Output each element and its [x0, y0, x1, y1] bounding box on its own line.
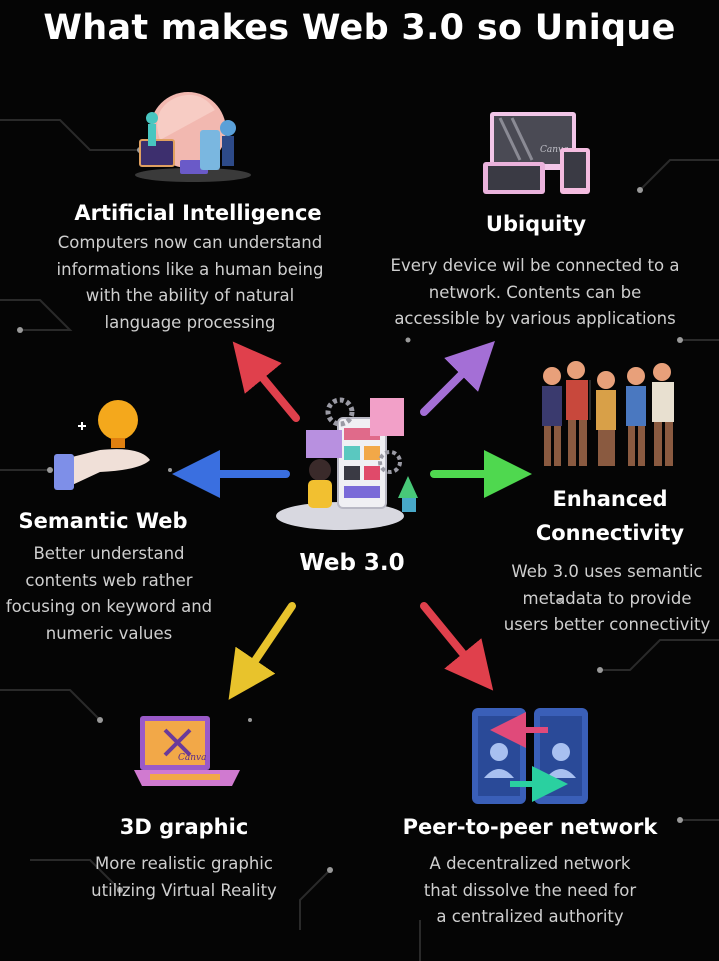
p2p-heading: Peer-to-peer network	[402, 815, 658, 839]
arrow-to-p2p	[420, 602, 494, 691]
ai-heading: Artificial Intelligence	[74, 201, 322, 225]
lightbulb-hand-illustration	[54, 400, 150, 490]
devices-illustration: Canva	[483, 112, 590, 194]
ai-brain-illustration	[135, 92, 251, 182]
graphic-heading: 3D graphic	[119, 815, 249, 839]
canva-watermark: Canva	[540, 145, 569, 155]
arrows	[172, 341, 532, 700]
web3-label: Web 3.0	[299, 550, 405, 576]
semantic-heading: Semantic Web	[18, 509, 188, 533]
arrow-to-ubiquity	[420, 341, 495, 416]
graphic-description: More realistic graphic utilizing Virtual…	[91, 854, 277, 900]
ai-description: Computers now can understand information…	[56, 233, 324, 332]
web3-central-illustration	[276, 397, 418, 530]
semantic-description: Better understand contents web rather fo…	[5, 544, 213, 643]
arrow-to-ai	[232, 341, 300, 422]
ubiquity-description: Every device wil be connected to a netwo…	[390, 256, 680, 328]
canva-watermark: Canva	[178, 753, 207, 763]
people-group-illustration	[542, 361, 674, 466]
arrow-to-graphic	[228, 602, 296, 700]
connectivity-heading: Enhanced Connectivity	[535, 487, 685, 545]
peer-phones-illustration	[472, 708, 588, 804]
laptop-illustration: Canva	[134, 716, 240, 786]
ubiquity-heading: Ubiquity	[485, 212, 587, 236]
page-title: What makes Web 3.0 so Unique	[43, 8, 676, 48]
p2p-description: A decentralized network that dissolve th…	[423, 854, 637, 926]
connectivity-description: Web 3.0 uses semantic metadata to provid…	[503, 562, 711, 634]
